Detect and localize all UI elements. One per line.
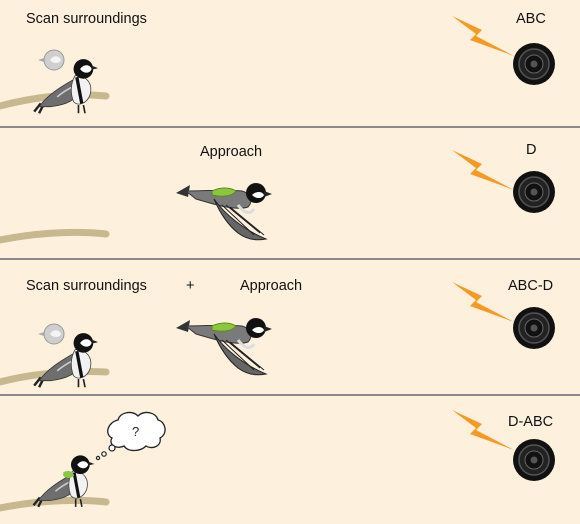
lightning-bolt-icon (452, 150, 514, 190)
divider (0, 126, 580, 128)
speaker-icon (512, 438, 556, 482)
branch (0, 496, 110, 512)
divider (0, 258, 580, 260)
thought-bubble-icon: ? (95, 411, 166, 461)
sequence-label: D (526, 142, 537, 158)
behaviour-label: Scan surroundings (26, 278, 147, 294)
panel-abc-d: Scan surroundings + Approach ABC-D (0, 260, 580, 394)
bird-flying (174, 316, 274, 377)
lightning-bolt-icon (452, 410, 514, 450)
bird-perched-head-turning (32, 49, 100, 115)
speaker-icon (512, 306, 556, 350)
sequence-label: D-ABC (508, 414, 554, 430)
lightning-bolt-icon (452, 16, 514, 56)
panel-d-abc: D-ABC ? (0, 396, 580, 524)
panel-abc: Scan surroundings ABC (0, 0, 580, 126)
panel-d: Approach D (0, 128, 580, 258)
speaker-icon (512, 42, 556, 86)
bird-perched-head-turning (32, 323, 100, 389)
sequence-label: ABC (516, 11, 546, 27)
joiner-label: + (186, 278, 195, 294)
divider (0, 394, 580, 396)
bird-flying (174, 181, 274, 242)
speaker-icon (512, 170, 556, 214)
behaviour-label: Scan surroundings (26, 11, 147, 27)
branch (0, 228, 110, 244)
thought-question: ? (132, 424, 139, 439)
behaviour-label: Approach (240, 278, 303, 294)
lightning-bolt-icon (452, 282, 514, 322)
sequence-label: ABC-D (508, 278, 554, 294)
bird-perched-confused (32, 453, 96, 509)
behaviour-label: Approach (200, 144, 263, 160)
